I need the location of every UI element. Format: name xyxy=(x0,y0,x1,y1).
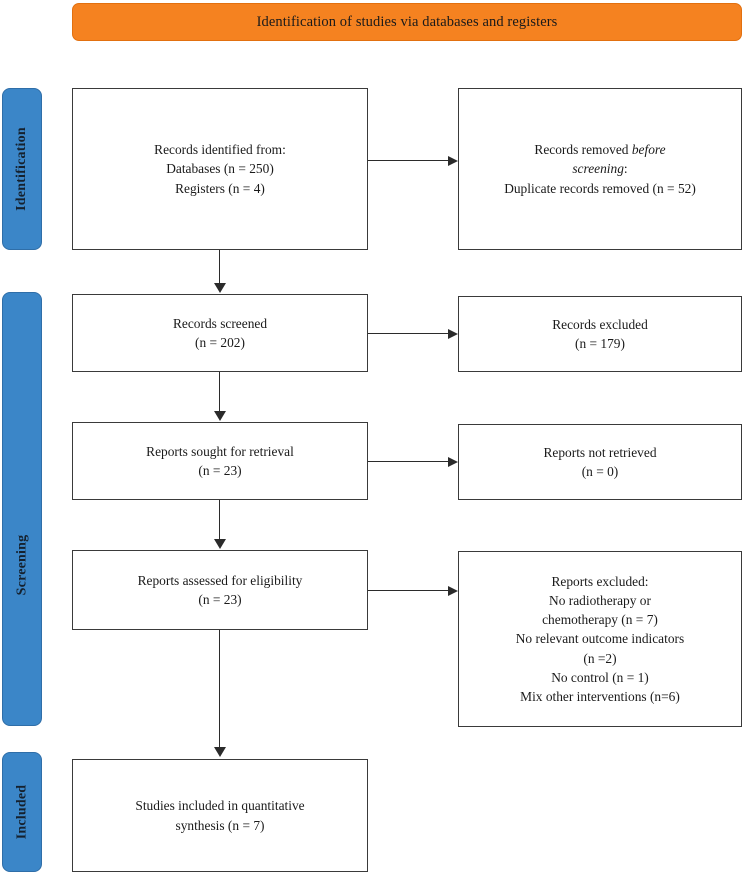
records-removed-line-1: Records removed before xyxy=(504,140,696,159)
box-reports-assessed-text: Reports assessed for eligibility (n = 23… xyxy=(138,571,303,609)
box-records-excluded-text: Records excluded (n = 179) xyxy=(552,315,648,353)
records-identified-line-3: Registers (n = 4) xyxy=(175,180,265,196)
arrow-down-icon-sought-to-assessed xyxy=(214,539,226,549)
reports-assessed-line-1: Reports assessed for eligibility xyxy=(137,572,303,588)
arrow-right-icon-sought-to-not-retrieved xyxy=(448,456,458,467)
reports-not-retrieved-line-1: Reports not retrieved xyxy=(543,444,657,460)
records-removed-italic-before: before xyxy=(631,142,666,158)
arrow-down-icon-assessed-to-included xyxy=(214,747,226,757)
reports-excluded-line-6: No control (n = 1) xyxy=(551,669,649,685)
box-reports-sought-text: Reports sought for retrieval (n = 23) xyxy=(146,442,294,480)
records-removed-italic-screening: screening xyxy=(572,161,624,177)
box-reports-not-retrieved-text: Reports not retrieved (n = 0) xyxy=(543,443,656,481)
arrow-right-icon-screened-to-records-excluded xyxy=(448,328,458,339)
diagram-header-title: Identification of studies via databases … xyxy=(256,13,558,30)
connector-identified-to-screened xyxy=(219,250,221,284)
arrow-right-icon-identified-to-removed xyxy=(448,155,458,166)
connector-assessed-to-included xyxy=(219,630,221,748)
reports-not-retrieved-line-2: (n = 0) xyxy=(581,464,619,479)
stage-bar-identification: Identification xyxy=(2,88,42,250)
stage-bar-included: Included xyxy=(2,752,42,872)
records-excluded-line-2: (n = 179) xyxy=(575,336,625,351)
connector-screened-to-sought xyxy=(219,372,221,412)
reports-excluded-line-2: No radiotherapy or xyxy=(549,593,651,609)
box-records-excluded: Records excluded (n = 179) xyxy=(458,296,742,372)
connector-screened-to-records-excluded xyxy=(368,333,450,335)
records-identified-line-2: Databases (n = 250) xyxy=(166,161,274,177)
reports-sought-line-2: (n = 23) xyxy=(198,463,242,478)
diagram-header-banner: Identification of studies via databases … xyxy=(72,3,742,41)
box-records-screened: Records screened (n = 202) xyxy=(72,294,368,372)
records-removed-colon: : xyxy=(623,161,628,177)
box-studies-included: Studies included in quantitative synthes… xyxy=(72,759,368,872)
box-reports-excluded-text: Reports excluded: No radiotherapy or che… xyxy=(516,572,684,705)
records-screened-line-1: Records screened xyxy=(172,315,268,331)
records-removed-line-2: screening: xyxy=(504,159,696,178)
reports-excluded-line-7: Mix other interventions (n=6) xyxy=(520,688,680,704)
records-removed-prefix: Records removed xyxy=(534,142,632,158)
stage-label-included: Included xyxy=(14,784,30,840)
records-excluded-line-1: Records excluded xyxy=(552,316,648,332)
box-records-identified: Records identified from: Databases (n = … xyxy=(72,88,368,250)
studies-included-line-1: Studies included in quantitative xyxy=(135,798,305,814)
box-reports-assessed: Reports assessed for eligibility (n = 23… xyxy=(72,550,368,630)
reports-excluded-line-5: (n =2) xyxy=(583,650,617,666)
reports-excluded-line-4: No relevant outcome indicators xyxy=(515,631,685,647)
stage-bar-screening: Screening xyxy=(2,292,42,726)
studies-included-line-2: synthesis (n = 7) xyxy=(175,817,265,833)
connector-sought-to-not-retrieved xyxy=(368,461,450,463)
arrow-down-icon-screened-to-sought xyxy=(214,411,226,421)
stage-label-identification: Identification xyxy=(14,127,30,211)
arrow-down-icon-identified-to-screened xyxy=(214,283,226,293)
reports-excluded-line-1: Reports excluded: xyxy=(551,574,649,590)
connector-assessed-to-reports-excluded xyxy=(368,590,450,592)
box-studies-included-text: Studies included in quantitative synthes… xyxy=(135,796,304,834)
records-screened-line-2: (n = 202) xyxy=(195,335,245,350)
box-records-screened-text: Records screened (n = 202) xyxy=(173,314,267,352)
box-records-identified-text: Records identified from: Databases (n = … xyxy=(154,140,286,197)
reports-sought-line-1: Reports sought for retrieval xyxy=(146,443,294,459)
records-identified-line-1: Records identified from: xyxy=(154,142,286,158)
connector-sought-to-assessed xyxy=(219,500,221,540)
reports-assessed-line-2: (n = 23) xyxy=(198,592,242,607)
stage-label-screening: Screening xyxy=(14,534,29,596)
connector-identified-to-removed xyxy=(368,160,450,162)
box-reports-excluded: Reports excluded: No radiotherapy or che… xyxy=(458,551,742,727)
records-removed-line-3: Duplicate records removed (n = 52) xyxy=(504,180,696,196)
box-reports-sought: Reports sought for retrieval (n = 23) xyxy=(72,422,368,500)
arrow-right-icon-assessed-to-reports-excluded xyxy=(448,585,458,596)
box-records-removed: Records removed before screening: Duplic… xyxy=(458,88,742,250)
reports-excluded-line-3: chemotherapy (n = 7) xyxy=(542,612,658,628)
box-reports-not-retrieved: Reports not retrieved (n = 0) xyxy=(458,424,742,500)
box-records-removed-text: Records removed before screening: Duplic… xyxy=(504,140,696,197)
